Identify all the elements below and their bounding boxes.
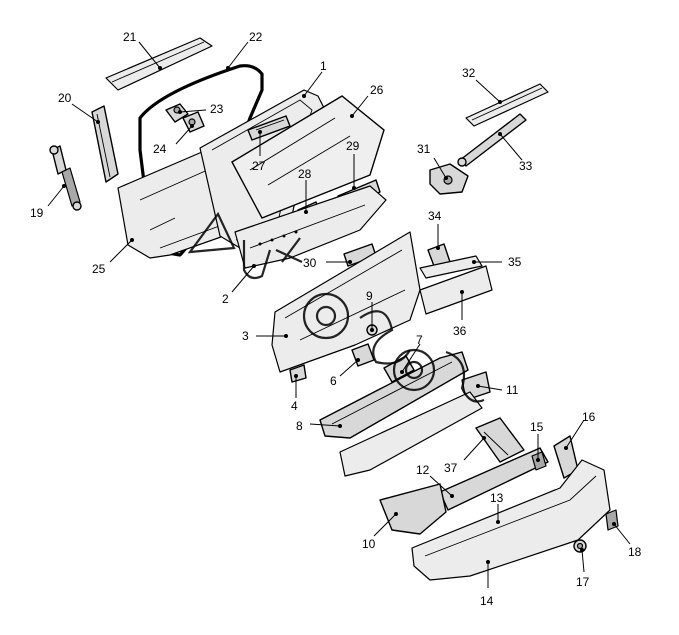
part-36-plate[interactable] (419, 265, 493, 315)
part-bumper-absorber[interactable] (339, 391, 483, 477)
callout-6: 6 (330, 374, 337, 388)
callout-18: 18 (628, 545, 642, 559)
callout-4: 4 (291, 399, 298, 413)
watermark-logo (187, 211, 485, 403)
callout-34: 34 (428, 209, 442, 223)
callout-7: 7 (416, 333, 423, 347)
callout-1: 1 (320, 59, 327, 73)
callout-3: 3 (242, 329, 249, 343)
callout-13: 13 (490, 491, 504, 505)
callout-25: 25 (92, 262, 106, 276)
part-37-mounting-blocks[interactable] (475, 417, 525, 463)
callout-20: 20 (58, 91, 72, 105)
part-10-corner-panel[interactable] (379, 483, 447, 535)
callout-11: 11 (506, 383, 519, 397)
callout-17: 17 (576, 575, 590, 589)
callout-27: 27 (252, 159, 266, 173)
callout-labels: 21 22 1 32 26 20 23 24 31 29 27 33 28 19… (30, 30, 642, 608)
callout-30: 30 (303, 256, 317, 270)
callout-32: 32 (462, 66, 476, 80)
part-33-wiper-arm[interactable] (457, 113, 527, 167)
callout-23: 23 (210, 102, 224, 116)
part-14-bumper-cover[interactable] (411, 459, 611, 581)
part-26-rear-glass[interactable] (231, 95, 385, 219)
part-17-plug[interactable] (573, 539, 587, 553)
part-20-side-trim[interactable] (91, 105, 119, 183)
part-24-bracket[interactable] (182, 111, 205, 133)
callout-10: 10 (362, 537, 376, 551)
callout-8: 8 (296, 419, 303, 433)
callout-36: 36 (453, 324, 467, 338)
callout-14: 14 (480, 594, 494, 608)
part-4-clip[interactable] (289, 364, 307, 383)
part-32-spoiler[interactable] (465, 83, 549, 127)
callout-21: 21 (123, 30, 137, 44)
part-8-bumper-beam[interactable] (319, 351, 469, 439)
part-19-gas-strut[interactable] (49, 145, 82, 211)
callout-2: 2 (222, 292, 229, 306)
part-27-brake-light[interactable] (247, 115, 291, 141)
callout-12: 12 (416, 463, 430, 477)
callout-29: 29 (346, 139, 360, 153)
callout-15: 15 (530, 420, 544, 434)
callout-37: 37 (444, 461, 458, 475)
callout-33: 33 (519, 159, 533, 173)
callout-26: 26 (370, 83, 384, 97)
part-21-upper-strip[interactable] (105, 37, 213, 91)
callout-9: 9 (366, 289, 373, 303)
callout-35: 35 (508, 255, 522, 269)
callout-19: 19 (30, 206, 44, 220)
part-31-wiper-motor[interactable] (429, 163, 469, 195)
leader-lines (47, 41, 631, 588)
callout-16: 16 (582, 410, 596, 424)
callout-28: 28 (298, 167, 312, 181)
part-12-lower-beam[interactable] (439, 447, 549, 511)
callout-24: 24 (153, 142, 167, 156)
callout-31: 31 (417, 142, 431, 156)
callout-22: 22 (249, 30, 263, 44)
part-35-lamp-strip[interactable] (419, 255, 483, 279)
part-3-rear-panel[interactable] (271, 231, 421, 373)
